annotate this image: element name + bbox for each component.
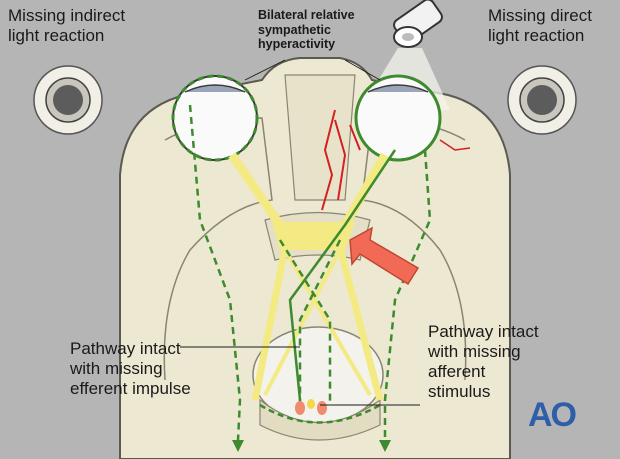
leader-symp-left: [244, 59, 286, 81]
leader-symp-right: [344, 59, 381, 81]
ao-logo: AO: [528, 396, 577, 434]
label-missing-direct: Missing direct light reaction: [488, 6, 592, 45]
injury-arrow-icon: [349, 226, 420, 286]
crossing-tract-a: [283, 248, 372, 397]
label-pathway-afferent: Pathway intact with missing afferent sti…: [428, 322, 539, 401]
flashlight-icon: [393, 0, 443, 48]
nucleus-right: [317, 401, 327, 415]
pupil-left-icon: [33, 65, 103, 135]
arrowhead-left: [232, 440, 244, 452]
crossing-tract-b: [263, 249, 342, 396]
arrowhead-right: [379, 440, 391, 452]
label-sympathetic: Bilateral relative sympathetic hyperacti…: [258, 8, 355, 51]
green-pathways: [188, 104, 432, 441]
optic-tract-right: [336, 247, 384, 401]
label-pathway-efferent: Pathway intact with missing efferent imp…: [70, 339, 191, 398]
optic-chiasm: [272, 222, 355, 250]
optic-tract-left: [251, 247, 289, 401]
pupil-right-icon: [507, 65, 577, 135]
nasal-septum: [284, 74, 356, 201]
right-eye: [354, 74, 442, 162]
nucleus-center: [307, 399, 315, 409]
nucleus-left: [295, 401, 305, 415]
fracture-line: [321, 109, 361, 211]
left-eye: [171, 74, 259, 162]
optic-nerve-left: [228, 152, 284, 228]
fracture-line-orbit: [439, 139, 471, 151]
label-missing-indirect: Missing indirect light reaction: [8, 6, 126, 45]
